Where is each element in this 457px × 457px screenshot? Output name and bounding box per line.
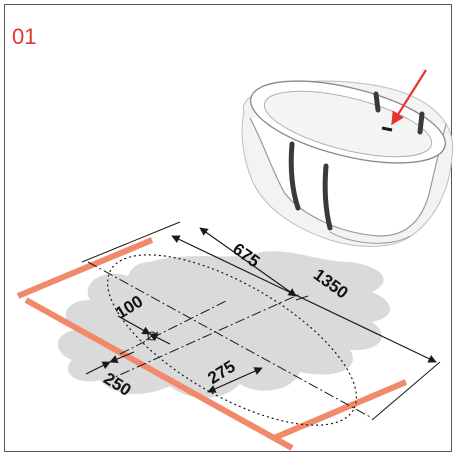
bathtub-footprint-outline bbox=[106, 254, 358, 426]
pointer-arrow-icon bbox=[391, 69, 427, 126]
dimension-line-half-length bbox=[199, 227, 297, 297]
support-strip-left-long bbox=[24, 297, 294, 451]
bathtub-icon bbox=[241, 80, 454, 247]
support-strip-top-left bbox=[16, 237, 154, 299]
support-strips bbox=[16, 237, 408, 451]
dimension-lines bbox=[85, 227, 437, 393]
step-number: 01 bbox=[12, 24, 37, 49]
dimension-line-275 bbox=[207, 367, 263, 393]
dimension-line-100-a bbox=[117, 315, 151, 335]
support-strip-bottom-right bbox=[272, 379, 408, 441]
drain-icon bbox=[145, 331, 159, 341]
dimension-line-250-a bbox=[85, 361, 111, 375]
dimension-line-250-b bbox=[109, 351, 135, 363]
